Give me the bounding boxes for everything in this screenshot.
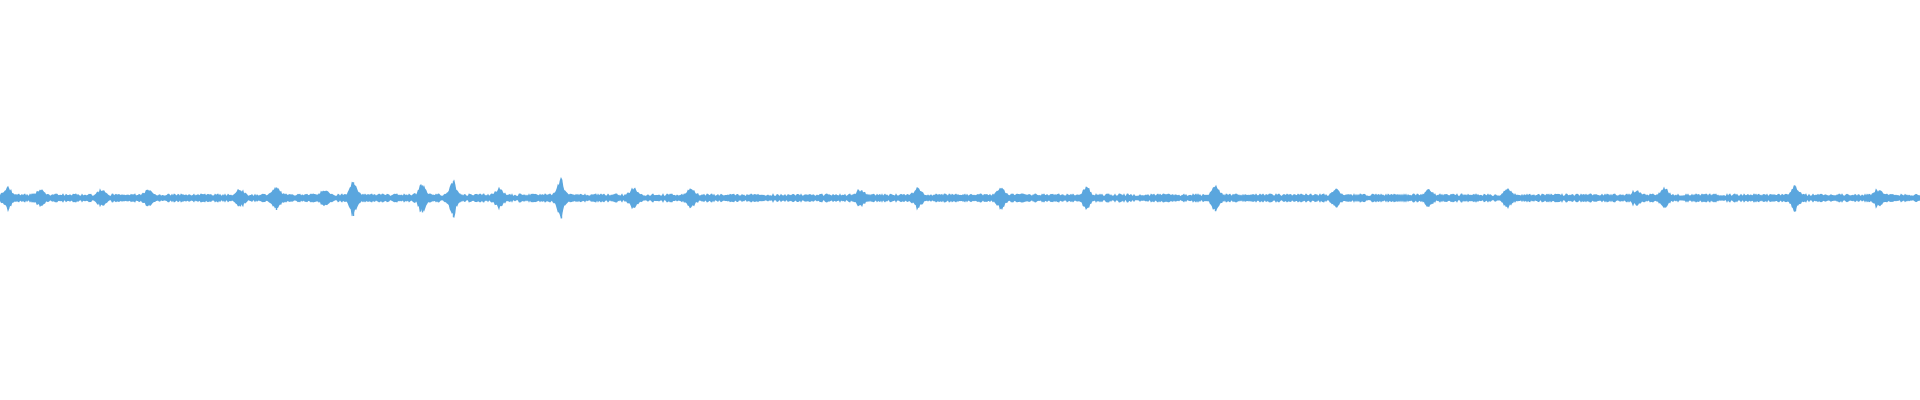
waveform-samples (0, 176, 1920, 220)
